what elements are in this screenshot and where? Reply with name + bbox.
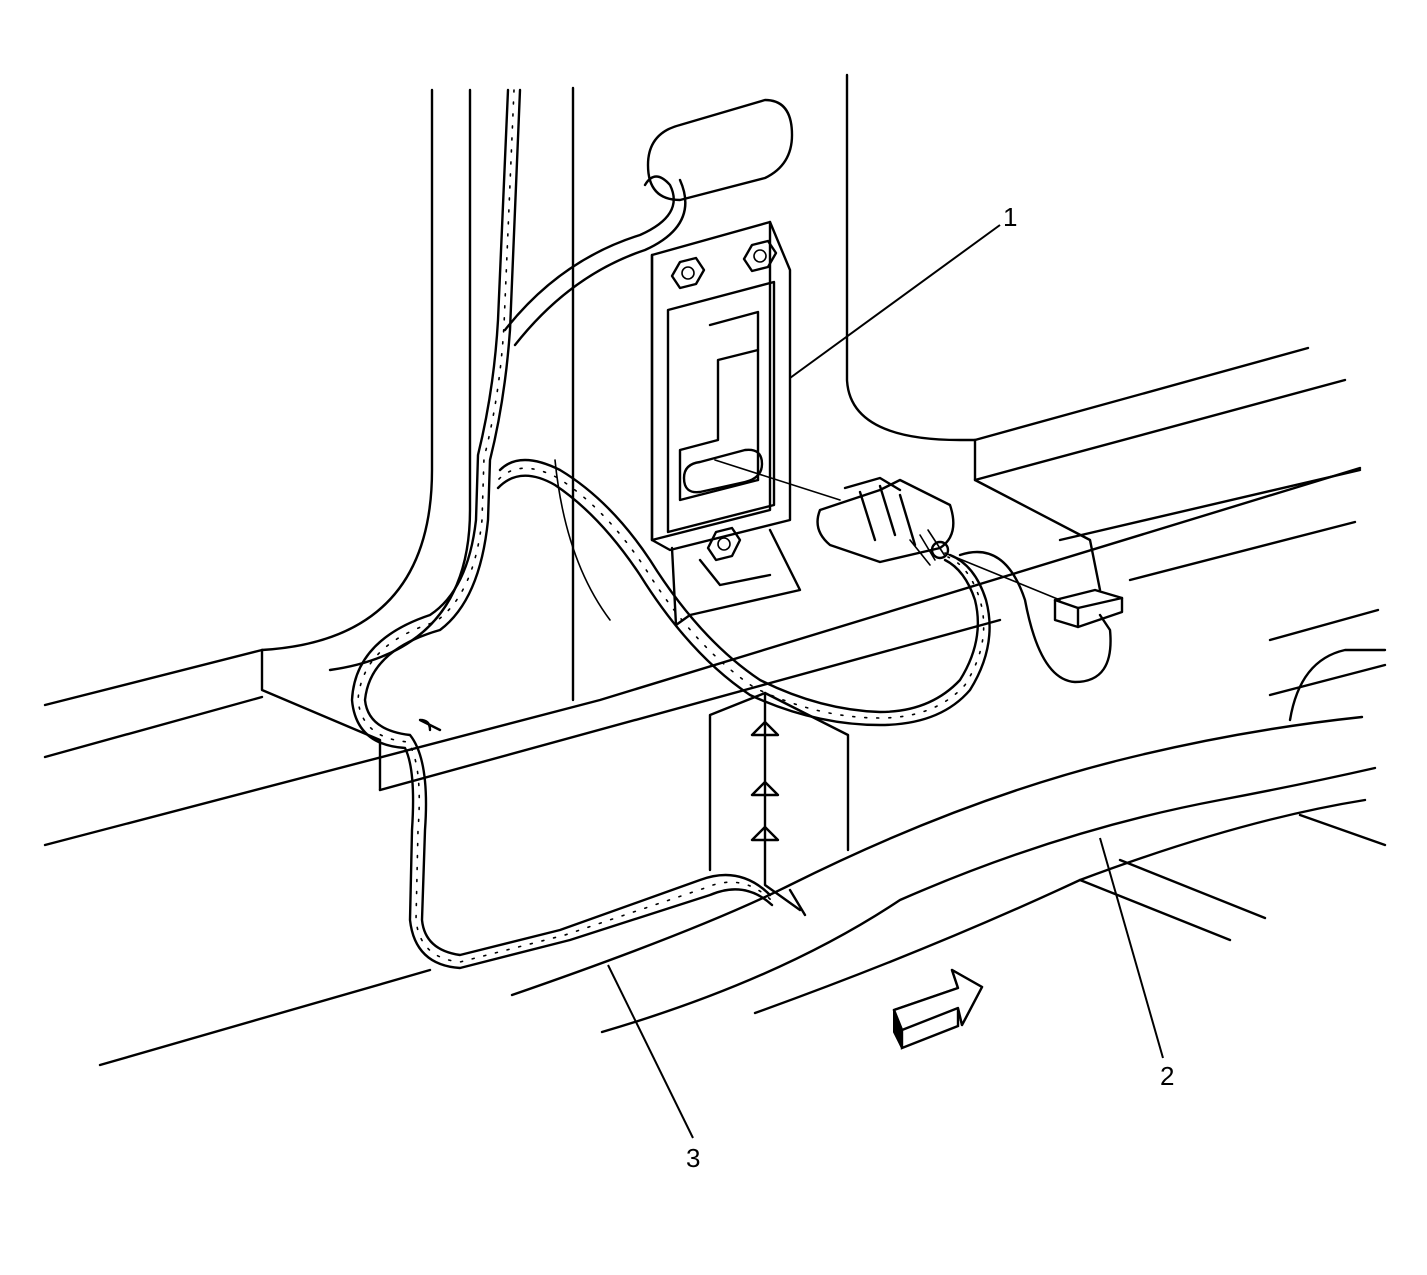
- sensor-plate: [650, 220, 802, 627]
- callout-3: 3: [686, 1143, 700, 1173]
- bolt-icon: [742, 239, 778, 273]
- leader-3: [607, 964, 694, 1139]
- pillar-oval-hole: [646, 98, 794, 202]
- connector: [714, 459, 1061, 601]
- bolt-icon: [670, 256, 706, 290]
- leader-lines: [607, 224, 1164, 1139]
- wiring-harness: [350, 88, 991, 970]
- triangle-marker: [750, 720, 780, 737]
- pillar-structure: [260, 73, 1102, 792]
- callout-2: 2: [1160, 1061, 1174, 1091]
- callout-1: 1: [1003, 202, 1017, 232]
- triangle-marker: [750, 825, 780, 842]
- rocker-panel: [510, 648, 1387, 1034]
- retainer-clip: [958, 550, 1124, 684]
- leader-1: [789, 224, 1001, 379]
- leader-2: [1099, 837, 1164, 1059]
- bolt-icon: [706, 526, 742, 562]
- triangle-marker: [750, 780, 780, 797]
- center-bracket: [708, 691, 850, 917]
- sill-lines: [43, 346, 1387, 1067]
- forward-direction-arrow-icon: [892, 968, 984, 1050]
